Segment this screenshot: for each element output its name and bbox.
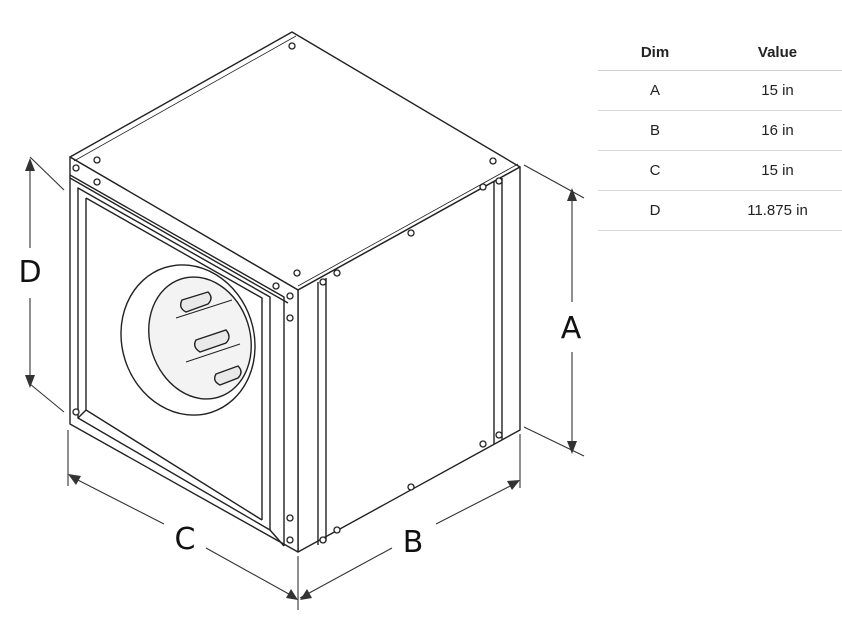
bolt bbox=[286, 314, 294, 322]
dim-label-a: A bbox=[561, 311, 582, 346]
bolt bbox=[495, 177, 503, 185]
dim-b-line bbox=[435, 481, 519, 525]
column-header-dim: Dim bbox=[598, 34, 712, 71]
dim-cell: D bbox=[598, 190, 712, 231]
value-cell: 15 in bbox=[712, 150, 842, 191]
front-inner-corner bbox=[77, 409, 87, 419]
dimension-table: Dim Value A 15 in B 16 in C 15 in D 11.8… bbox=[598, 34, 842, 231]
dim-label-c: C bbox=[175, 522, 196, 557]
value-cell: 15 in bbox=[712, 70, 842, 111]
front-frame-edge bbox=[69, 177, 289, 304]
fan-blade bbox=[213, 365, 242, 386]
dimension-lines bbox=[29, 156, 585, 610]
arrowhead bbox=[286, 589, 298, 600]
column-header-value: Value bbox=[712, 34, 842, 71]
bolt bbox=[333, 269, 341, 277]
bolt bbox=[479, 183, 487, 191]
fan-housing-line bbox=[185, 343, 241, 363]
bolt bbox=[288, 42, 296, 50]
bolt bbox=[407, 483, 415, 491]
fan-housing-line bbox=[175, 299, 233, 319]
fan-blade bbox=[179, 291, 212, 313]
bolt bbox=[272, 282, 280, 290]
arrowhead bbox=[300, 589, 312, 600]
bolt bbox=[286, 514, 294, 522]
bolt bbox=[93, 156, 101, 164]
bolt bbox=[407, 229, 415, 237]
arrowhead bbox=[25, 375, 35, 388]
dim-c-line bbox=[69, 475, 165, 525]
arrowhead bbox=[68, 474, 81, 485]
bolt bbox=[93, 178, 101, 186]
bolt bbox=[72, 164, 80, 172]
extension-line bbox=[29, 383, 65, 413]
bolt bbox=[72, 408, 80, 416]
front-frame-corner bbox=[269, 529, 285, 547]
dim-cell: C bbox=[598, 150, 712, 191]
dim-cell: A bbox=[598, 70, 712, 111]
extension-line bbox=[29, 156, 65, 191]
dim-label-d: D bbox=[18, 255, 41, 290]
bolt bbox=[319, 278, 327, 286]
front-frame-edge bbox=[69, 174, 285, 546]
value-cell: 16 in bbox=[712, 110, 842, 151]
dim-cell: B bbox=[598, 110, 712, 151]
table-row: A 15 in bbox=[598, 70, 842, 111]
dimension-arrowheads bbox=[25, 158, 577, 600]
bolt bbox=[333, 526, 341, 534]
bolt bbox=[479, 440, 487, 448]
fan-inlet bbox=[120, 264, 256, 416]
table-row: D 11.875 in bbox=[598, 190, 842, 231]
bolt bbox=[286, 292, 294, 300]
table-row: B 16 in bbox=[598, 110, 842, 151]
top-edge-lip bbox=[73, 35, 297, 162]
arrowhead bbox=[507, 480, 520, 490]
fan-blade bbox=[193, 329, 230, 353]
bolt bbox=[489, 157, 497, 165]
bolt bbox=[319, 536, 327, 544]
fasteners bbox=[72, 42, 503, 544]
extension-line bbox=[523, 164, 585, 199]
extension-line bbox=[523, 426, 585, 457]
value-cell: 11.875 in bbox=[712, 190, 842, 231]
dim-label-b: B bbox=[403, 525, 424, 560]
dim-b-line bbox=[299, 547, 393, 599]
table-header-row: Dim Value bbox=[598, 34, 842, 71]
arrowhead bbox=[25, 158, 35, 171]
fan-cabinet bbox=[69, 31, 521, 553]
bolt bbox=[286, 536, 294, 544]
bolt bbox=[293, 269, 301, 277]
dim-c-line bbox=[205, 547, 297, 599]
arrowhead bbox=[567, 441, 577, 454]
table-row: C 15 in bbox=[598, 150, 842, 191]
bolt bbox=[495, 431, 503, 439]
arrowhead bbox=[567, 188, 577, 201]
front-inner-bevel bbox=[85, 197, 263, 520]
